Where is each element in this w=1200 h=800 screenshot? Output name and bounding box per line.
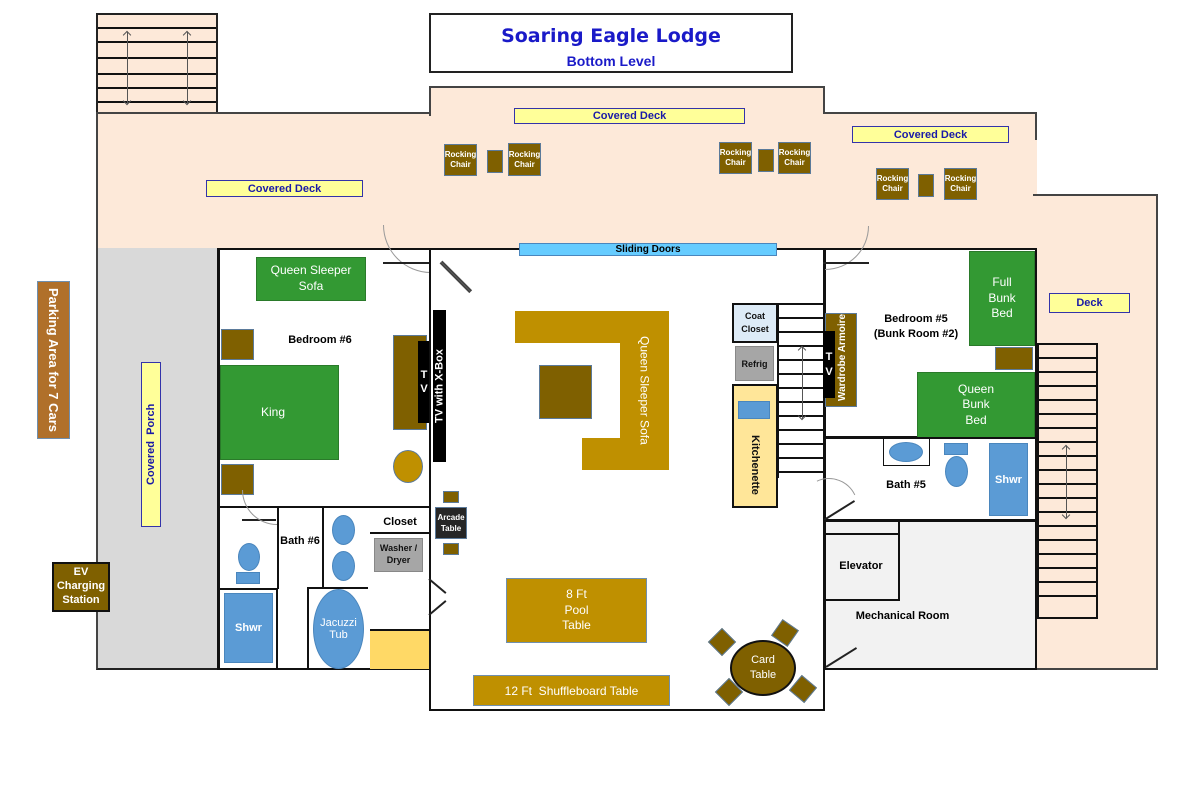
rocking-chair: Rocking Chair [508,143,541,176]
ev-charging-station: EV Charging Station [52,562,110,612]
side-table [487,150,503,173]
nightstand [221,464,254,495]
rocking-chair: Rocking Chair [778,142,811,174]
stairs-interior [777,303,824,478]
shower-bath5: Shwr [989,443,1028,516]
rocking-chair: Rocking Chair [444,144,477,176]
rocking-chair: Rocking Chair [876,168,909,200]
king-bed: King [220,365,339,460]
rocking-chair: Rocking Chair [944,168,977,200]
shower-bath6: Shwr [224,593,273,663]
parking-text: Parking Area for 7 Cars [46,287,61,433]
coffee-table [539,365,592,419]
stairs-arrow-icon [1066,446,1067,518]
sectional-sofa-bottom [582,438,622,470]
card-table: Card Table [730,640,796,696]
sink-icon [889,442,923,462]
shuffleboard-table: 12 Ft Shuffleboard Table [473,675,670,706]
jacuzzi-tub: Jacuzzi Tub [313,589,364,669]
sliding-doors[interactable]: Sliding Doors [519,243,777,256]
nightstand [221,329,254,360]
toilet-tank-icon [944,443,968,455]
bath-5-label: Bath #5 [886,479,926,491]
tv-bedroom6: T V [418,341,430,423]
ev-charging-text: EV Charging Station [56,566,106,606]
full-bunk-bed: Full Bunk Bed [969,251,1035,346]
deck-label: Deck [1049,293,1130,313]
covered-deck-label-left: Covered Deck [206,180,363,197]
pool-table: 8 Ft Pool Table [506,578,647,643]
deck-right-top [1033,194,1158,252]
sink-icon [332,551,355,581]
covered-deck-label-right: Covered Deck [852,126,1009,143]
sink-icon [332,515,355,545]
stairs-arrow-icon [127,32,128,104]
stairs-arrow-icon [802,347,803,419]
storage [370,629,430,669]
bedroom-5-label: Bedroom #5 (Bunk Room #2) [873,313,959,340]
toilet-icon [238,543,260,571]
tv-bedroom5: T V [823,331,835,398]
bedroom-6-label: Bedroom #6 [288,334,352,346]
closet-label: Closet [370,510,430,534]
stairs-right [1036,343,1098,619]
arcade-table: Arcade Table [435,507,467,539]
toilet-tank-icon [236,572,260,584]
sink-icon [738,401,770,419]
refrigerator: Refrig [735,346,774,381]
queen-sleeper-sofa-b6: Queen Sleeper Sofa [256,257,366,301]
covered-porch-text: Covered Porch [145,403,157,486]
mechanical-room [823,520,1037,670]
mechanical-room-label: Mechanical Room [855,610,950,622]
washer-dryer: Washer / Dryer [374,538,423,572]
covered-deck-label-center: Covered Deck [514,108,745,124]
arcade-stool [443,543,459,555]
title-box: Soaring Eagle Lodge Bottom Level [429,13,793,73]
elevator: Elevator [824,534,900,601]
covered-porch-label: Covered Porch [141,362,161,527]
sectional-sofa-side: Queen Sleeper Sofa [620,311,669,470]
toilet-icon [945,456,968,487]
subtitle-text: Bottom Level [566,53,656,69]
title-text: Soaring Eagle Lodge [501,25,721,47]
tv-xbox: TV with X-Box [433,310,446,462]
round-table [393,450,423,483]
coat-closet: Coat Closet [732,303,778,343]
queen-bunk-bed: Queen Bunk Bed [917,372,1035,438]
arcade-stool [443,491,459,503]
kitchenette-label: Kitchenette [749,435,761,495]
stairs-arrow-icon [187,32,188,104]
parking-label: Parking Area for 7 Cars [37,281,70,439]
rocking-chair: Rocking Chair [719,142,752,174]
stairs-top-left [96,13,218,114]
side-table [758,149,774,172]
bath-6-label: Bath #6 [280,535,320,547]
side-table [918,174,934,197]
nightstand [995,347,1033,370]
